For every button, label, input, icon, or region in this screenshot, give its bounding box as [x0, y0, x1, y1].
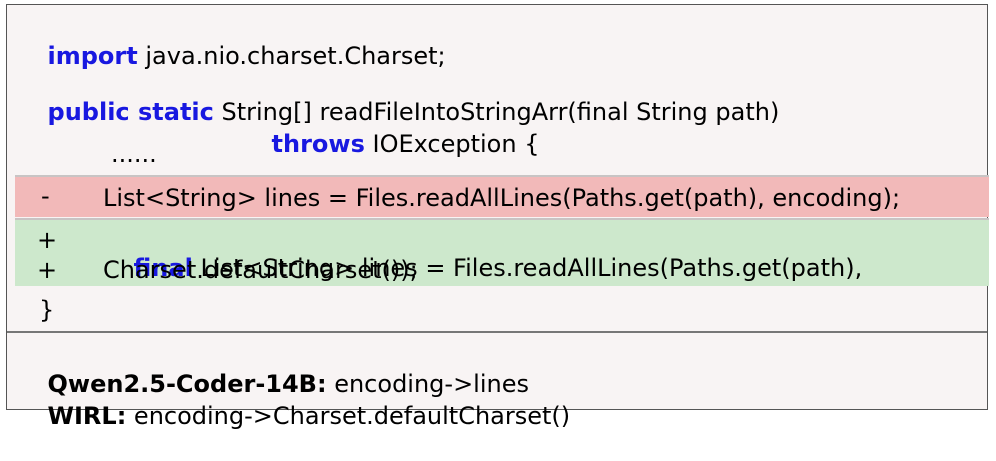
wirl-result-value: encoding->Charset.defaultCharset()	[126, 402, 571, 430]
import-statement: java.nio.charset.Charset;	[137, 42, 446, 70]
added-code-line-2: Charset.defaultCharset());	[103, 256, 418, 284]
removed-code-line: List<String> lines = Files.readAllLines(…	[103, 184, 901, 212]
code-diff-panel: import java.nio.charset.Charset; public …	[6, 4, 989, 430]
removed-marker: -	[41, 182, 50, 210]
model-result-value: encoding->lines	[326, 370, 529, 398]
final-keyword: final	[133, 254, 193, 282]
divider	[7, 331, 987, 333]
ellipsis-line: ......	[111, 140, 157, 168]
added-marker: +	[37, 226, 58, 254]
method-signature-line: public static String[] readFileIntoStrin…	[17, 67, 780, 157]
added-marker: +	[37, 256, 58, 284]
model-result-line: Qwen2.5-Coder-14B: encoding->lines	[17, 339, 529, 429]
wirl-label: WIRL:	[47, 402, 127, 430]
import-line: import java.nio.charset.Charset;	[17, 11, 446, 101]
throws-clause: IOException {	[364, 130, 540, 158]
added-code-text: List<String> lines = Files.readAllLines(…	[192, 254, 863, 282]
model-name-label: Qwen2.5-Coder-14B:	[47, 370, 327, 398]
throws-line: throws IOException {	[241, 99, 540, 189]
divider	[15, 218, 989, 220]
added-code-line-1: final List<String> lines = Files.readAll…	[103, 223, 863, 313]
wirl-result-line: WIRL: encoding->Charset.defaultCharset()	[17, 371, 571, 461]
removed-line-band	[15, 177, 989, 217]
public-static-keyword: public static	[47, 98, 214, 126]
divider	[15, 175, 989, 177]
added-lines-band	[15, 220, 989, 286]
import-keyword: import	[47, 42, 138, 70]
method-signature: String[] readFileIntoStringArr(final Str…	[213, 98, 780, 126]
closing-brace: }	[39, 296, 55, 324]
throws-keyword: throws	[271, 130, 365, 158]
